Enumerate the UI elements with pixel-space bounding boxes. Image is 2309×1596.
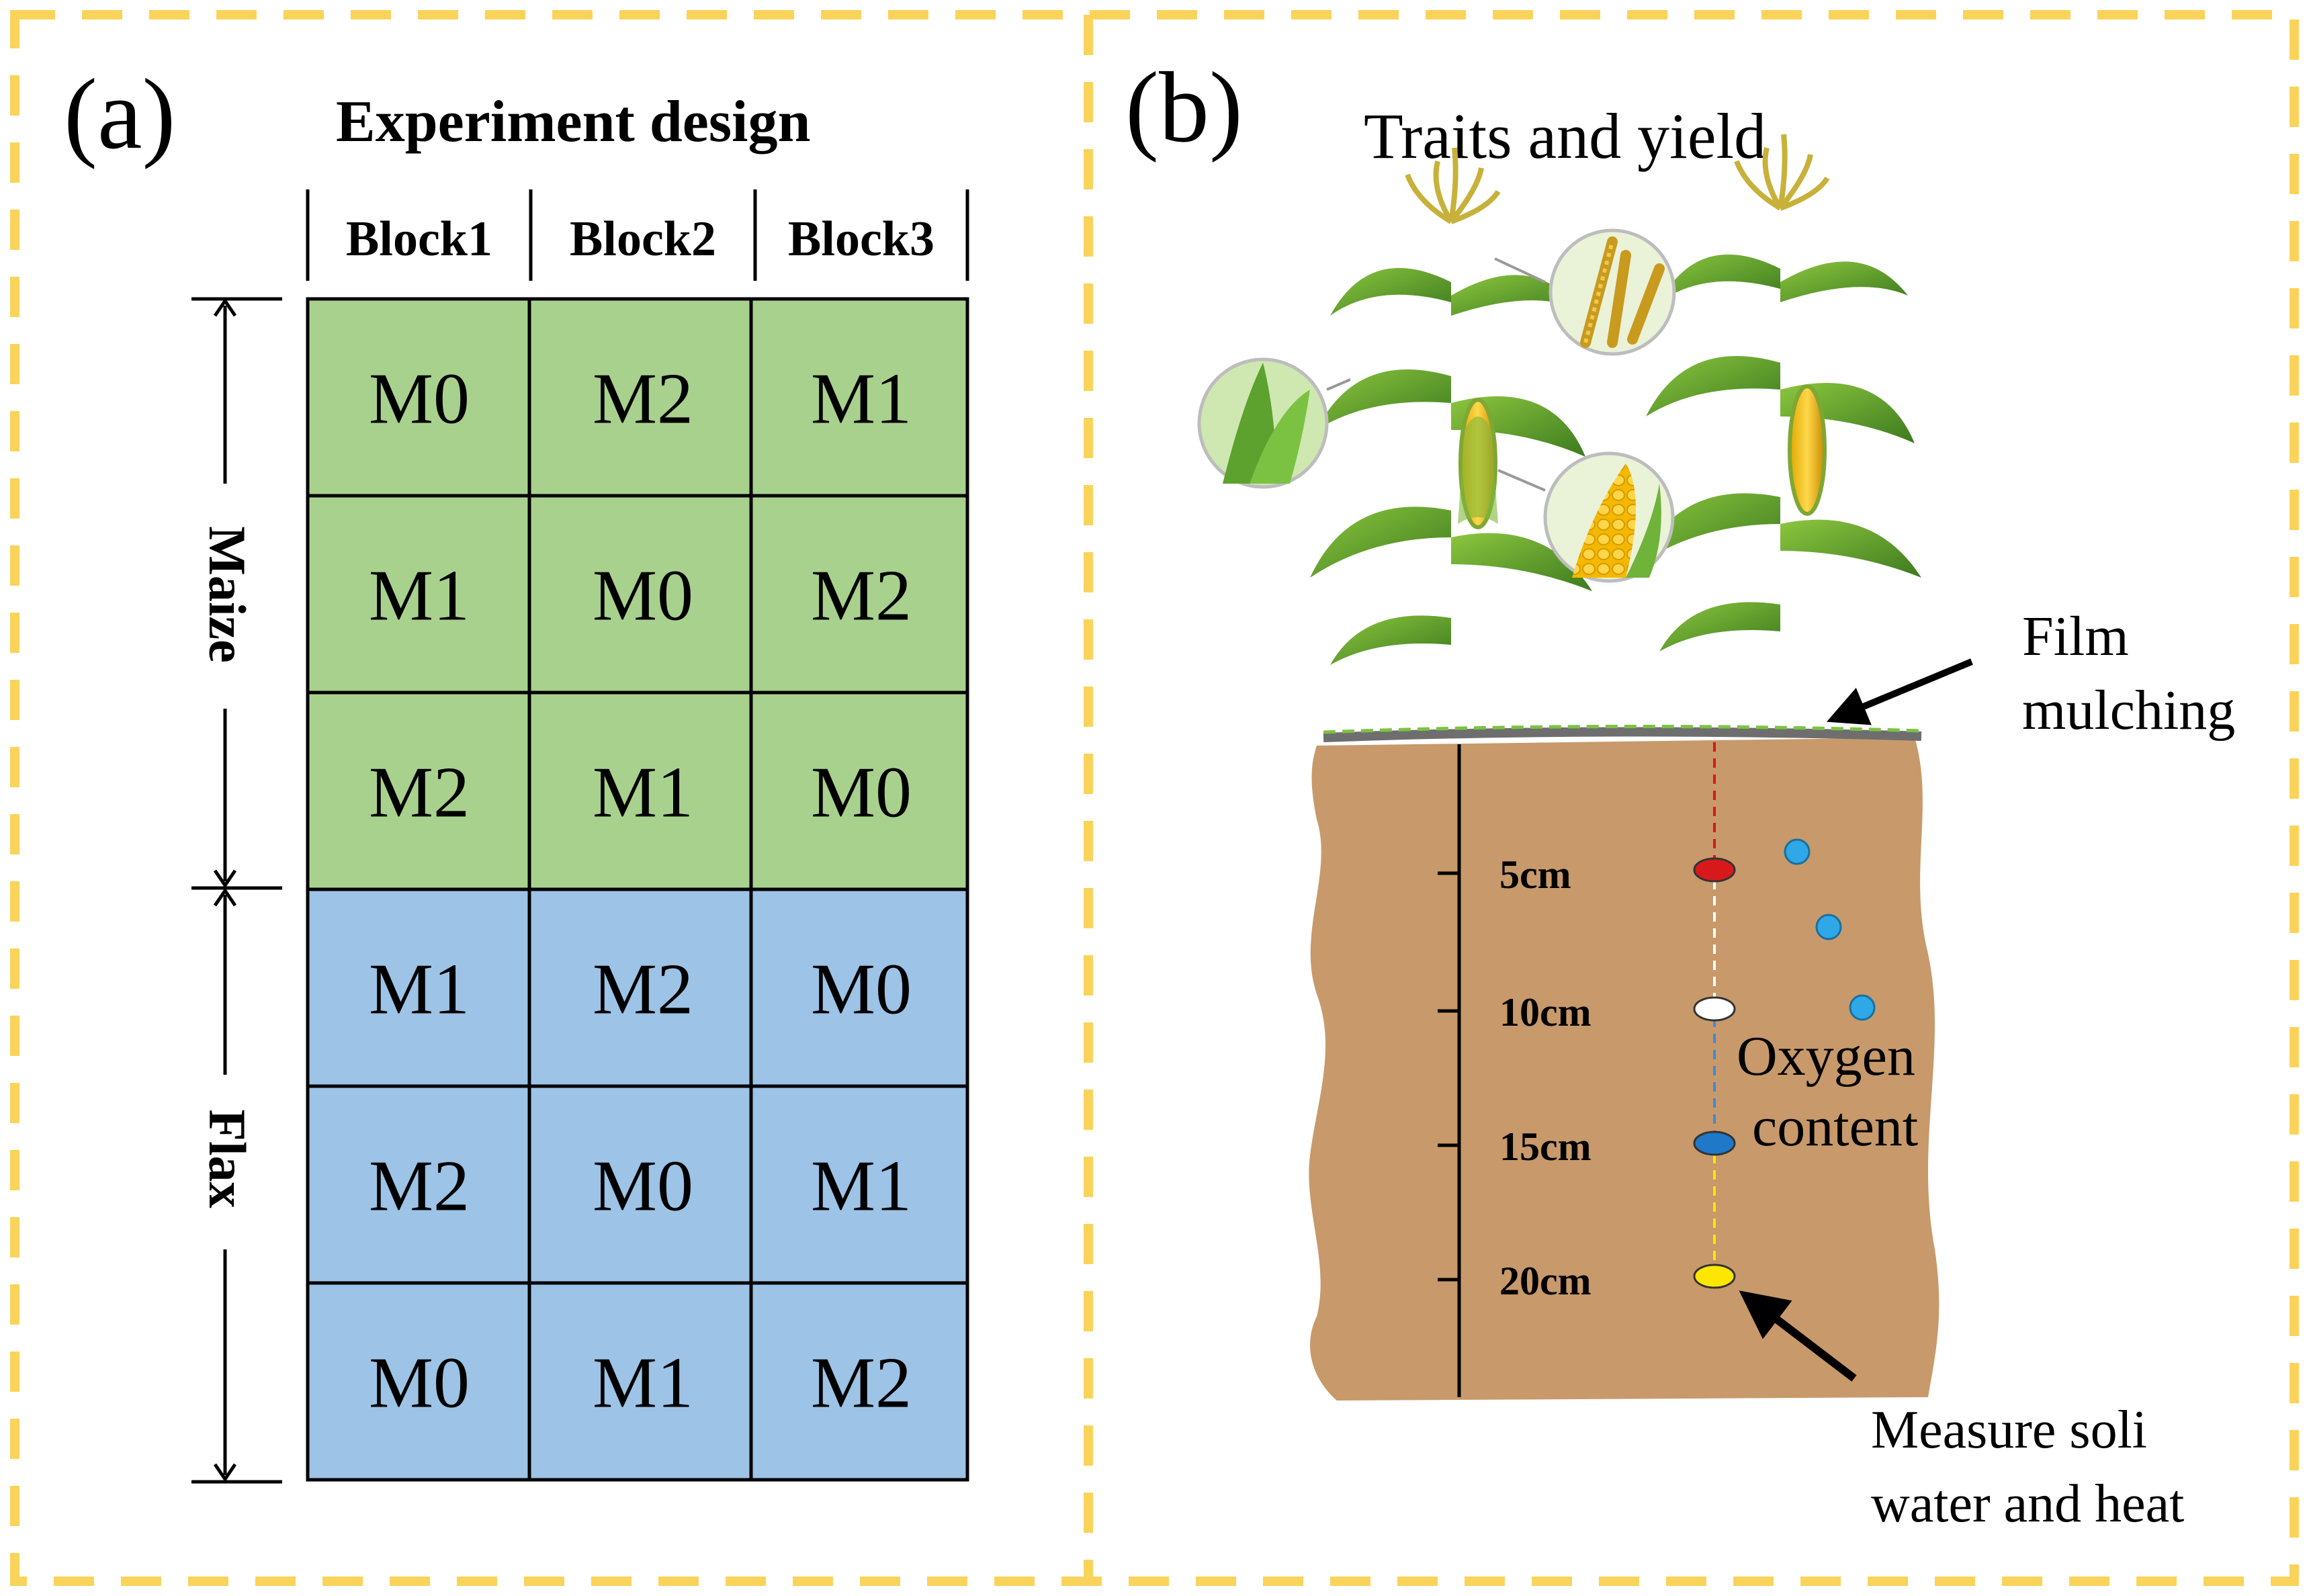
block-header: Block1 Block2 Block3 — [306, 189, 969, 281]
treatment-label: M0 — [593, 556, 693, 636]
treatment-label: M1 — [369, 950, 470, 1030]
soil-block — [1309, 738, 1940, 1401]
group-label-maize: Maize — [198, 526, 257, 663]
sensor-10cm — [1693, 996, 1736, 1022]
treatment-label: M0 — [811, 950, 912, 1030]
treatment-label: M2 — [369, 1147, 470, 1227]
plot-cell-maize — [527, 494, 753, 695]
frame — [10, 10, 2299, 1586]
measure-label: water and heat — [1871, 1474, 2184, 1534]
treatment-label: M2 — [593, 359, 693, 439]
treatment-label: M1 — [593, 1343, 693, 1423]
corn-leaf-icon — [1197, 357, 1351, 489]
plot-cell-maize — [306, 297, 531, 498]
oxygen-label: content — [1752, 1096, 1918, 1158]
treatment-label: M2 — [369, 753, 470, 833]
plot-cell-maize — [306, 494, 531, 695]
plot-cell-flax — [306, 1281, 531, 1482]
plot-cell-flax — [306, 1084, 531, 1285]
depth-label: 5cm — [1499, 852, 1571, 897]
sensor-5cm — [1693, 857, 1736, 883]
treatment-label: M2 — [593, 950, 693, 1030]
group-label-flax: Flax — [198, 1109, 257, 1208]
film-arrow — [1826, 658, 1973, 725]
treatment-label: M0 — [369, 359, 470, 439]
plot-cell-flax — [749, 1084, 969, 1285]
plot-cell-maize — [306, 691, 531, 891]
treatment-label: M2 — [811, 556, 912, 636]
oxygen-bubble-icon — [1849, 994, 1876, 1021]
panel-b: (b) Traits and yield 5cm 10cm 15cm 20cm — [1125, 52, 2235, 1534]
panel-a: (a) Experiment design Block1 Block2 Bloc… — [64, 58, 969, 1484]
oxygen-label: Oxygen — [1737, 1025, 1915, 1088]
block-label: Block2 — [570, 212, 716, 267]
block-label: Block3 — [788, 212, 934, 267]
oxygen-bubble-icon — [1815, 914, 1842, 940]
depth-label: 20cm — [1499, 1259, 1592, 1303]
maize-plant-icon — [1310, 147, 1592, 732]
treatment-label: M1 — [369, 556, 470, 636]
sensor-20cm — [1693, 1264, 1736, 1289]
film-label: mulching — [2022, 679, 2235, 742]
corn-ear-icon — [1497, 451, 1675, 583]
panel-a-label: (a) — [64, 58, 175, 170]
arrowhead — [213, 1463, 237, 1482]
treatment-label: M0 — [593, 1147, 693, 1227]
measure-label: Measure soli — [1871, 1401, 2147, 1460]
depth-label: 15cm — [1499, 1124, 1592, 1169]
panel-b-title: Traits and yield — [1364, 100, 1766, 172]
film-mulch — [1323, 727, 1922, 742]
arrowhead — [213, 869, 237, 889]
corn-tassel-icon — [1494, 228, 1676, 356]
treatment-label: M1 — [593, 753, 693, 833]
plot-cell-flax — [749, 1281, 969, 1482]
block-label: Block1 — [346, 212, 492, 267]
outer-dashed-frame — [10, 10, 2299, 1586]
film-label: Film — [2022, 605, 2129, 668]
treatment-label: M2 — [811, 1343, 912, 1423]
plot-cell-maize — [749, 691, 969, 891]
treatment-label: M1 — [811, 359, 912, 439]
panel-a-title: Experiment design — [336, 89, 810, 154]
treatment-label: M0 — [811, 753, 912, 833]
arrowhead — [213, 887, 237, 907]
group-brackets: Maize Flax — [191, 297, 282, 1484]
depth-label: 10cm — [1499, 990, 1592, 1034]
treatment-label: M1 — [811, 1147, 912, 1227]
arrowhead — [213, 298, 237, 317]
plot-cell-maize — [749, 494, 969, 695]
film-mulch-edge — [1323, 724, 1922, 734]
panel-b-label: (b) — [1125, 52, 1243, 163]
oxygen-bubble-icon — [1784, 838, 1811, 865]
plot-cell-flax — [527, 1281, 753, 1482]
measure-arrow — [1739, 1290, 1857, 1382]
sensor-15cm — [1693, 1130, 1736, 1156]
maize-plant-icon — [1639, 134, 1921, 732]
treatment-label: M0 — [369, 1343, 470, 1423]
plot-cell-flax — [527, 887, 753, 1088]
plot-cell-flax — [749, 887, 969, 1088]
plot-cell-maize — [749, 297, 969, 498]
